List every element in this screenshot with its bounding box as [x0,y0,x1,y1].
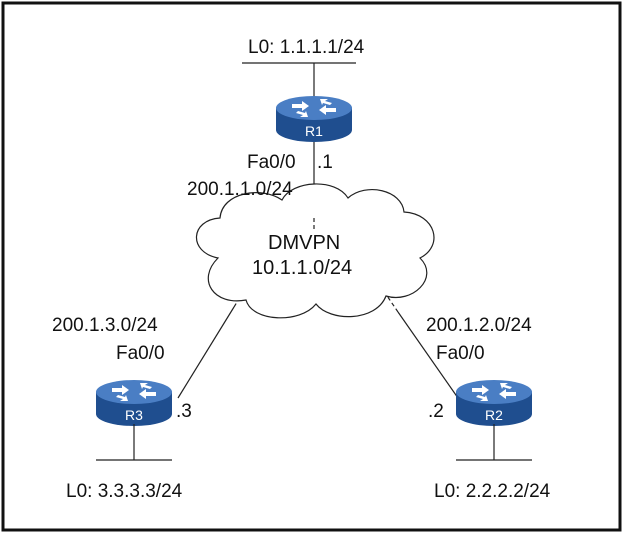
r1-host: .1 [317,152,333,173]
r2-interface: Fa0/0 [436,343,485,364]
r2-link [397,311,459,399]
r3-loopback: L0: 3.3.3.3/24 [66,481,183,502]
r2-name: R2 [485,407,503,423]
cloud-name: DMVPN [268,232,340,254]
r3-link [177,306,235,399]
cloud-subnet: 10.1.1.0/24 [252,257,352,279]
r3-host: .3 [176,401,192,422]
r3-name: R3 [125,407,143,423]
r2-host: .2 [428,401,444,422]
r1-subnet: 200.1.1.0/24 [187,179,293,200]
router-r1: R1 [276,96,352,142]
r3-interface: Fa0/0 [116,343,165,364]
r1-interface: Fa0/0 [247,152,296,173]
r1-loopback: L0: 1.1.1.1/24 [248,37,365,58]
r1-name: R1 [305,123,323,139]
r2-loopback: L0: 2.2.2.2/24 [434,481,551,502]
router-r3: R3 [96,380,172,426]
r3-subnet: 200.1.3.0/24 [52,315,158,336]
r2-subnet: 200.1.2.0/24 [426,315,532,336]
router-r2: R2 [456,380,532,426]
cloud-icon [195,183,435,319]
